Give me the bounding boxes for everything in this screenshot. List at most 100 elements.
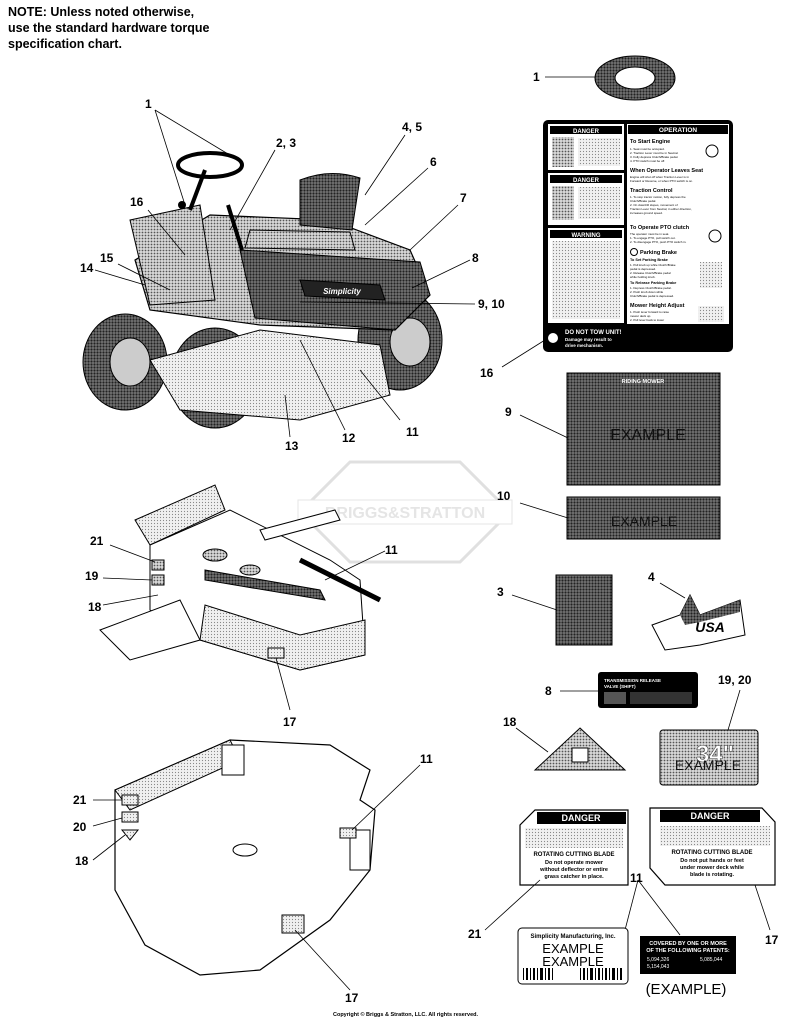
copyright-footer: Copyright © Briggs & Stratton, LLC. All … (332, 1012, 479, 1018)
decal-17-danger-right: DANGER ROTATING CUTTING BLADE Do not put… (649, 807, 776, 886)
decal8-line2: VALVE (SHIFT) (604, 684, 636, 689)
decal-3 (555, 574, 613, 646)
decal-1-oval (594, 55, 676, 101)
example-caption: (EXAMPLE) (646, 981, 727, 998)
callout-13: 13 (285, 439, 299, 453)
callout-1-decal: 1 (533, 70, 540, 84)
patent-line1: COVERED BY ONE OR MORE (649, 941, 727, 947)
callout-11-bottom: 11 (630, 871, 643, 885)
decal16-start-engine: To Start Engine (630, 139, 670, 145)
decal-18-triangle (533, 727, 627, 771)
decal16-start-2: 2. Traction Lever must be in Neutral. (630, 151, 679, 155)
callout-11-deck: 11 (385, 543, 398, 557)
decal16-start-4: 4. PTO switch must be off. (630, 159, 665, 163)
note-line-1: NOTE: Unless noted otherwise, (8, 5, 195, 19)
decal16-operation-title: OPERATION (659, 127, 697, 134)
callout-4-decal: 4 (648, 570, 655, 584)
callout-7: 7 (460, 191, 467, 205)
decal16-do-not-tow: DO NOT TOW UNIT! (565, 330, 622, 336)
callout-20-lower: 20 (73, 820, 87, 834)
note-line-3: specification chart. (8, 37, 122, 51)
decal10-example: EXAMPLE (611, 513, 677, 529)
serial-example-1: EXAMPLE (542, 941, 604, 956)
callout-21-deck: 21 (90, 534, 104, 548)
decal16-mower-height: Mower Height Adjust (630, 303, 685, 309)
decal16-tow-sub-1: Damage may result to (565, 337, 612, 342)
decal-21-danger-left: DANGER ROTATING CUTTING BLADE Do not ope… (519, 809, 629, 886)
patent-3: 5,154,043 (647, 964, 669, 970)
mower-deck-assembly (99, 484, 382, 671)
watermark-text: BRIGGS&STRATTON (325, 505, 485, 522)
callout-12: 12 (342, 431, 356, 445)
danger-left-line3: grass catcher in place. (544, 874, 604, 880)
decal16-set-parking: To Set Parking Brake (630, 258, 668, 262)
patent-tag: COVERED BY ONE OR MORE OF THE FOLLOWING … (640, 936, 736, 974)
callout-1-tractor: 1 (145, 97, 152, 111)
usa-text: USA (695, 619, 725, 635)
decal19-example: EXAMPLE (675, 757, 741, 773)
decal8-line1: TRANSMISSION RELEASE (604, 678, 661, 683)
decal16-release-1: 1. Depress Clutch/Brake pedal. (630, 286, 672, 290)
decal16-pto-2: 1. To engage PTO, pull switch out. (630, 236, 676, 240)
callout-17-lower: 17 (345, 991, 359, 1005)
decal-19-20: 34" EXAMPLE (659, 729, 759, 786)
callout-6: 6 (430, 155, 437, 169)
decal16-set-1: 1. Pull knob up while Clutch/Brake (630, 263, 676, 267)
danger-left-line1: Do not operate mower (545, 860, 604, 866)
decal-4-usa: USA (651, 593, 746, 651)
barcode (523, 968, 622, 980)
danger-right-line3: blade is rotating. (690, 872, 734, 878)
callout-4-5: 4, 5 (402, 120, 422, 134)
callout-21-bottom: 21 (468, 927, 482, 941)
patent-line2: OF THE FOLLOWING PATENTS: (646, 948, 730, 954)
torque-note: NOTE: Unless noted otherwise, use the st… (8, 4, 268, 52)
decal16-traction-5: increases ground speed. (630, 211, 663, 215)
callout-9-10-tractor: 9, 10 (478, 297, 505, 311)
callout-16-decal: 16 (480, 366, 494, 380)
callout-11-lower: 11 (420, 752, 433, 766)
danger-left-title: ROTATING CUTTING BLADE (533, 852, 614, 858)
decal16-tow-sub-2: drive mechanism. (565, 343, 603, 348)
decal16-pto-3: 2. To disengage PTO, push PTO switch in. (630, 240, 687, 244)
danger-right-header: DANGER (690, 811, 730, 821)
deck-leader-lines (102, 544, 386, 711)
decal16-traction: Traction Control (630, 188, 673, 194)
decal16-start-1: 1. Seat must be occupied. (630, 147, 665, 151)
callout-17-deck: 17 (283, 715, 297, 729)
callout-11-tractor: 11 (406, 425, 419, 439)
decal9-header: RIDING MOWER (622, 379, 664, 385)
patent-1: 5,094,326 (647, 957, 669, 963)
brand-logo-text: Simplicity (323, 287, 361, 296)
decal-9: RIDING MOWER EXAMPLE (566, 372, 721, 486)
decal-16-operation: DANGER DANGER WARNING OPERATION To Start… (543, 120, 733, 352)
callout-16-tractor: 16 (130, 195, 144, 209)
mower-deck-lower (114, 739, 376, 976)
decal16-start-3: 3. Fully depress Clutch/Brake pedal. (630, 155, 678, 159)
decal16-danger-2: DANGER (573, 178, 600, 184)
decal16-release-3: Clutch/Brake pedal is depressed. (630, 294, 674, 298)
decal16-danger-1: DANGER (573, 129, 600, 135)
decal16-parking: Parking Brake (640, 250, 677, 256)
serial-number-tag: Simplicity Manufacturing, Inc. EXAMPLE E… (517, 927, 629, 985)
decal16-warning: WARNING (572, 233, 601, 239)
callout-18-lower: 18 (75, 854, 89, 868)
decal16-release-parking: To Release Parking Brake (630, 281, 676, 285)
callout-2-3: 2, 3 (276, 136, 296, 150)
decal16-leaves-2: Forward or Reverse, or when PTO switch i… (630, 179, 693, 183)
decal16-release-2: 2. Push knob down while (630, 290, 664, 294)
decal-10: EXAMPLE (566, 496, 721, 540)
decal16-traction-1: 1. To stop tractor motion, fully depress… (630, 195, 686, 199)
decal16-traction-2: Clutch/Brake pedal. (630, 199, 656, 203)
danger-left-header: DANGER (561, 813, 601, 823)
decal16-traction-3: 2. On downhill slopes, movement of (630, 203, 678, 207)
decal16-mower-2: mower deck up. (630, 314, 651, 318)
decal9-example: EXAMPLE (610, 427, 686, 444)
callout-19-deck: 19 (85, 569, 99, 583)
callout-14: 14 (80, 261, 94, 275)
callout-19-20-decal: 19, 20 (718, 673, 752, 687)
callout-18-deck: 18 (88, 600, 102, 614)
lower-leader-lines (92, 764, 771, 991)
decal16-pto-1: The operator must be in seat. (630, 232, 669, 236)
decal16-mower-1: 1. Push lever forward to raise (630, 310, 669, 314)
